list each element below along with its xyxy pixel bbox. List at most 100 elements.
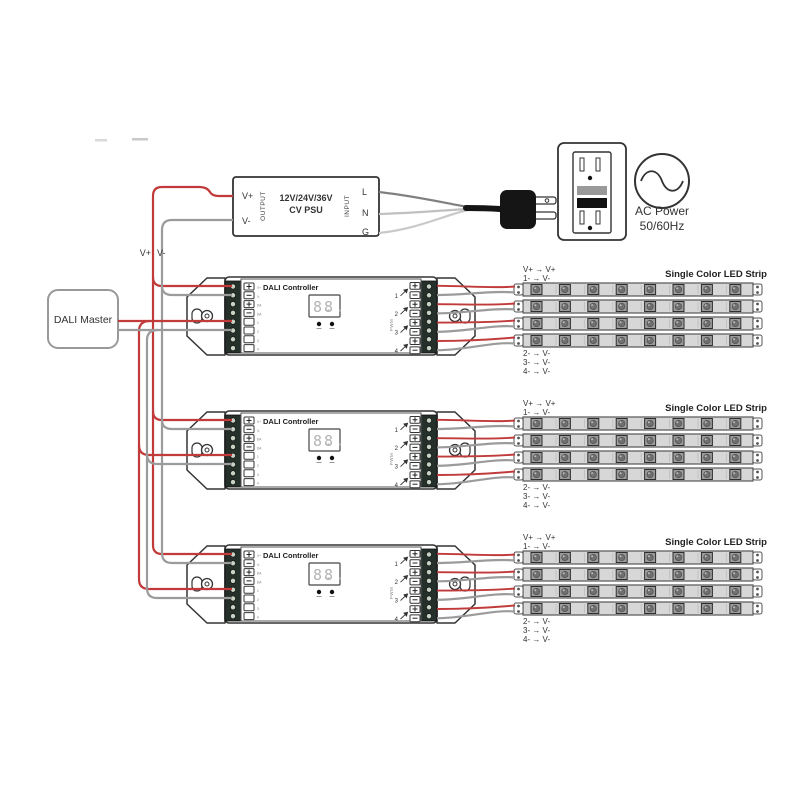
channel-number: 2 (395, 580, 399, 586)
terminal-micro-label: 1 (257, 321, 259, 325)
led-strip (514, 434, 762, 447)
led-strip (514, 568, 762, 581)
display-digits: 88 (313, 298, 335, 316)
vplus-wire (151, 185, 233, 556)
dali-controller-2 (187, 411, 475, 489)
terminal-micro-label: 4 (257, 482, 259, 486)
vminus-wire (160, 218, 233, 565)
terminal-micro-label: 2 (257, 330, 259, 334)
controller-2-text: DALI Controller 88 V+ V- DA DA 1 2 3 4 1… (257, 417, 399, 489)
terminal-micro-label: V+ (257, 554, 261, 558)
ac-power-label: AC Power (635, 204, 689, 218)
pwm-label: PWM (389, 587, 394, 600)
controller-title: DALI Controller (263, 417, 318, 426)
terminal-micro-label: 3 (257, 339, 259, 343)
psu-input-label: INPUT (344, 195, 351, 217)
terminal-micro-label: DA (257, 572, 262, 576)
wire-map-label: 3- → V- (523, 626, 550, 635)
terminal-micro-label: 4 (257, 616, 259, 620)
wire-map-label: 4- → V- (523, 635, 550, 644)
terminal-micro-label: V- (257, 429, 260, 433)
channel-number: 2 (395, 446, 399, 452)
led-strip (514, 417, 762, 430)
power-cord (463, 205, 503, 212)
terminal-micro-label: 3 (257, 473, 259, 477)
led-strip (514, 334, 762, 347)
controller-title: DALI Controller (263, 283, 318, 292)
controller-3-text: DALI Controller 88 V+ V- DA DA 1 2 3 4 1… (257, 551, 399, 623)
led-strip (514, 585, 762, 598)
terminal-micro-label: 2 (257, 464, 259, 468)
wire-map-label: V+ → V+ (523, 533, 556, 542)
controller-1-text: DALI Controller 88 V+ V- DA DA 1 2 3 4 1… (257, 283, 399, 355)
wire-map-label: 4- → V- (523, 367, 550, 376)
terminal-micro-label: 1 (257, 455, 259, 459)
terminal-micro-label: 3 (257, 607, 259, 611)
terminal-micro-label: DA (257, 446, 262, 450)
outlet-switch-black (577, 198, 607, 208)
wall-outlet (557, 142, 627, 241)
terminal-micro-label: V+ (257, 286, 261, 290)
display-digits: 88 (313, 432, 335, 450)
strip-group-3-labels: Single Color LED Strip V+ → V+ 1- → V- 2… (523, 533, 767, 644)
strip-title: Single Color LED Strip (665, 403, 767, 414)
mains-wires (378, 190, 503, 235)
feed-vplus-label: V+ (140, 248, 151, 258)
pwm-label: PWM (389, 453, 394, 466)
psu-neutral-terminal: N (362, 208, 369, 218)
led-strip (514, 300, 762, 313)
plug-body (500, 190, 536, 229)
channel-number: 3 (395, 599, 399, 605)
led-strip (514, 451, 762, 464)
controller-title: DALI Controller (263, 551, 318, 560)
terminal-micro-label: DA (257, 312, 262, 316)
wire-map-label: 2- → V- (523, 617, 550, 626)
feed-vminus-label: V- (157, 248, 166, 258)
wire-map-label: V+ → V+ (523, 399, 556, 408)
wire-map-label: 1- → V- (523, 408, 550, 417)
dali-controller-1 (187, 277, 475, 355)
psu-box: V+ V- OUTPUT 12V/24V/36V CV PSU INPUT L … (232, 176, 380, 237)
channel-number: 4 (395, 483, 399, 489)
wire-map-label: 1- → V- (523, 542, 550, 551)
psu-ground-terminal: G (362, 227, 369, 237)
wire-map-label: V+ → V+ (523, 265, 556, 274)
strip-group-2-labels: Single Color LED Strip V+ → V+ 1- → V- 2… (523, 399, 767, 510)
wire-map-label: 2- → V- (523, 349, 550, 358)
channel-number: 4 (395, 617, 399, 623)
ac-plug (500, 190, 557, 229)
dali-bus (118, 319, 232, 600)
ac-freq-label: 50/60Hz (640, 219, 685, 233)
terminal-micro-label: 1 (257, 589, 259, 593)
terminal-micro-label: 2 (257, 598, 259, 602)
psu-model-line1: 12V/24V/36V (279, 193, 332, 203)
wire-map-label: 2- → V- (523, 483, 550, 492)
led-strip (514, 317, 762, 330)
strip-group-1-labels: Single Color LED Strip V+ → V+ 1- → V- 2… (523, 265, 767, 376)
psu-vplus-terminal: V+ (242, 191, 253, 201)
terminal-micro-label: V+ (257, 420, 261, 424)
channel-number: 4 (395, 349, 399, 355)
scan-artifacts (95, 138, 148, 142)
psu-model-line2: CV PSU (289, 205, 323, 215)
led-strip (514, 283, 762, 296)
psu-output-label: OUTPUT (260, 191, 267, 221)
dali-master-label: DALI Master (54, 314, 113, 326)
strip-title: Single Color LED Strip (665, 269, 767, 280)
channel-number: 1 (395, 562, 399, 568)
terminal-micro-label: DA (257, 580, 262, 584)
channel-number: 2 (395, 312, 399, 318)
wire-map-label: 4- → V- (523, 501, 550, 510)
dc-power-bus (151, 185, 233, 565)
wire-map-label: 1- → V- (523, 274, 550, 283)
ac-source: AC Power 50/60Hz (634, 153, 690, 233)
psu-vminus-terminal: V- (242, 216, 251, 226)
display-digits: 88 (313, 566, 335, 584)
channel-number: 1 (395, 294, 399, 300)
terminal-micro-label: V- (257, 563, 260, 567)
terminal-micro-label: DA (257, 438, 262, 442)
led-strip (514, 551, 762, 564)
wire-map-label: 3- → V- (523, 358, 550, 367)
channel-number: 3 (395, 331, 399, 337)
